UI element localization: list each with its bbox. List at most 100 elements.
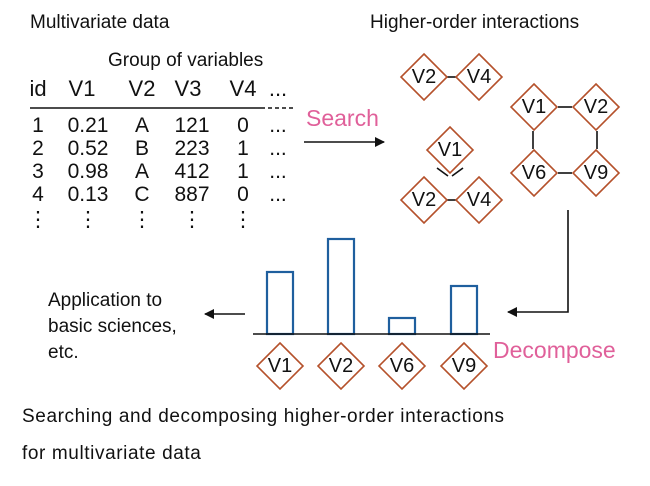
column-header: V4 [230, 76, 257, 101]
variable-label: V6 [522, 162, 546, 184]
diamond-shape [509, 82, 559, 132]
table-cell: 0.98 [68, 160, 109, 183]
table-continuation-row: ⋮ ⋮ ⋮ ⋮ ⋮ [28, 208, 254, 231]
table-cell: B [135, 137, 149, 160]
bar-v2 [326, 237, 356, 336]
diamond-shape [509, 148, 559, 198]
group-of-variables-label: Group of variables [108, 50, 263, 71]
table-cell: 223 [174, 137, 209, 160]
variable-label: V1 [522, 96, 546, 118]
table-cell: 4 [32, 183, 44, 206]
category-v2: V2 [316, 341, 366, 391]
table-cell: 0.52 [68, 137, 109, 160]
table-cell: 887 [174, 183, 209, 206]
variable-label: V1 [438, 139, 462, 161]
diamond-shape [454, 175, 504, 225]
caption-line-2: for multivariate data [22, 443, 201, 464]
node-v4: V4 [454, 52, 504, 102]
variable-label: V4 [467, 66, 491, 88]
variable-label: V4 [467, 189, 491, 211]
diamond-shape [316, 341, 366, 391]
variable-label: V2 [329, 355, 353, 377]
vertical-ellipsis: ⋮ [78, 208, 99, 231]
variable-label: V9 [452, 355, 476, 377]
node-v6: V6 [509, 148, 559, 198]
diamond-shape [255, 341, 305, 391]
category-v9: V9 [439, 341, 489, 391]
column-header: id [29, 76, 46, 101]
application-line-1: Application to [48, 290, 162, 311]
bar-v6 [387, 316, 417, 336]
decomposition-bar-chart [265, 237, 479, 336]
variable-label: V1 [268, 355, 292, 377]
search-label: Search [306, 105, 379, 131]
table-cell: A [135, 160, 149, 183]
table-cell: 1 [32, 114, 44, 137]
table-cell: 1 [237, 137, 249, 160]
table-row: 3 0.98 A 412 1... [32, 160, 287, 183]
table-cell: 0.13 [68, 183, 109, 206]
table-cell: 0 [237, 114, 249, 137]
diamond-shape [399, 52, 449, 102]
bar-category-diamonds: V1 V2 V6 V9 [255, 341, 489, 391]
table-row: 4 0.13 C 887 0... [32, 183, 287, 206]
diamond-shape [377, 341, 427, 391]
table-cell: 0 [237, 183, 249, 206]
column-header: V1 [69, 76, 96, 101]
node-v2: V2 [399, 175, 449, 225]
table-cell: 0.21 [68, 114, 109, 137]
diamond-shape [571, 82, 621, 132]
table-cell: 1 [237, 160, 249, 183]
table-cell: 412 [174, 160, 209, 183]
diamond-shape [425, 125, 475, 175]
edge-triangle-left [436, 167, 449, 177]
column-header: V2 [129, 76, 156, 101]
variable-label: V9 [584, 162, 608, 184]
bar-v9 [449, 284, 479, 336]
category-v1: V1 [255, 341, 305, 391]
table-cell: C [134, 183, 149, 206]
node-v9: V9 [571, 148, 621, 198]
table-cell: ... [269, 137, 287, 160]
vertical-ellipsis: ⋮ [233, 208, 254, 231]
node-v1: V1 [425, 125, 475, 175]
search-arrow: Search [304, 105, 385, 147]
edge-triangle-right [451, 167, 464, 177]
table-cell: ... [269, 160, 287, 183]
application-line-3: etc. [48, 342, 79, 363]
node-v4: V4 [454, 175, 504, 225]
diamond-shape [571, 148, 621, 198]
variable-label: V2 [584, 96, 608, 118]
node-v2: V2 [571, 82, 621, 132]
vertical-ellipsis: ⋮ [28, 208, 49, 231]
column-header: ... [269, 76, 287, 101]
table-cell: A [135, 114, 149, 137]
variable-label: V6 [390, 355, 414, 377]
variable-label: V2 [412, 189, 436, 211]
vertical-ellipsis: ⋮ [182, 208, 203, 231]
vertical-ellipsis: ⋮ [132, 208, 153, 231]
table-cell: 3 [32, 160, 44, 183]
decompose-arrow: Decompose [493, 210, 616, 363]
table-cell: ... [269, 114, 287, 137]
diamond-shape [439, 341, 489, 391]
category-v6: V6 [377, 341, 427, 391]
application-text: Application to basic sciences, etc. [48, 290, 177, 363]
node-v1: V1 [509, 82, 559, 132]
diamond-shape [399, 175, 449, 225]
table-cell: ... [269, 183, 287, 206]
caption-line-1: Searching and decomposing higher-order i… [22, 406, 505, 427]
higher-order-interactions-title: Higher-order interactions [370, 12, 579, 33]
decompose-label: Decompose [493, 337, 616, 363]
decompose-arrow-line [507, 210, 569, 317]
